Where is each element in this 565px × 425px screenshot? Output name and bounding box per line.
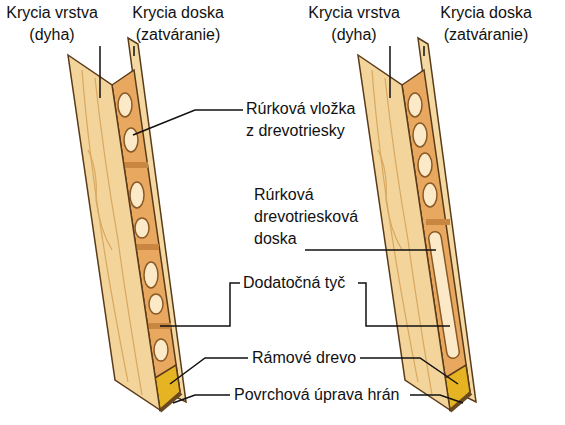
leader-line: [389, 46, 391, 98]
part-label: Povrchová úprava hrán: [234, 384, 444, 406]
wood-grain: [385, 78, 432, 395]
extra-bar: [124, 162, 148, 168]
tube-hole: [130, 182, 144, 208]
wood-grain: [372, 70, 418, 382]
part-label: Krycia vrstva (dyha): [292, 2, 416, 46]
part-label: Krycia doska (zatváranie): [424, 2, 548, 46]
part-label: Dodatočná tyč: [243, 272, 393, 294]
tube-hole: [124, 128, 138, 152]
wood-grain: [82, 70, 128, 382]
leader-line: [170, 358, 248, 384]
right-door-panel: [358, 38, 476, 411]
tube-hole: [149, 294, 163, 314]
leader-line: [133, 110, 243, 135]
tube-hole: [154, 339, 168, 361]
leader-line: [133, 46, 135, 56]
extra-bar: [135, 244, 159, 250]
wood-grain: [88, 150, 112, 250]
leader-line: [360, 358, 458, 384]
leader-line: [305, 249, 436, 251]
part-label: Rúrková vložka z drevotriesky: [246, 98, 362, 142]
tube-hole: [418, 153, 432, 177]
tube-hole: [118, 93, 132, 117]
tube-hole: [408, 93, 422, 117]
part-label: Rúrková drevotriesková doska: [254, 184, 379, 250]
veneer-face: [358, 55, 450, 410]
part-label: Krycia doska (zatváranie): [116, 2, 240, 46]
leader-line: [423, 46, 425, 56]
veneer-face: [68, 55, 160, 410]
part-label: Krycia vrstva (dyha): [0, 2, 114, 46]
tube-hole: [413, 123, 427, 147]
wood-grain: [95, 78, 142, 395]
leader-line: [410, 395, 463, 403]
tube-hole: [423, 183, 437, 207]
tube-hole: [135, 218, 149, 238]
extra-bar: [426, 219, 450, 225]
leader-line: [99, 46, 101, 98]
part-label: Rámové drevo: [252, 347, 402, 369]
leader-lines: [100, 46, 463, 403]
left-door-panel: [68, 38, 186, 411]
leader-line: [173, 395, 230, 403]
leader-line: [358, 283, 450, 326]
wood-grain: [378, 150, 402, 250]
leader-line: [160, 283, 240, 326]
tube-hole: [144, 262, 158, 288]
